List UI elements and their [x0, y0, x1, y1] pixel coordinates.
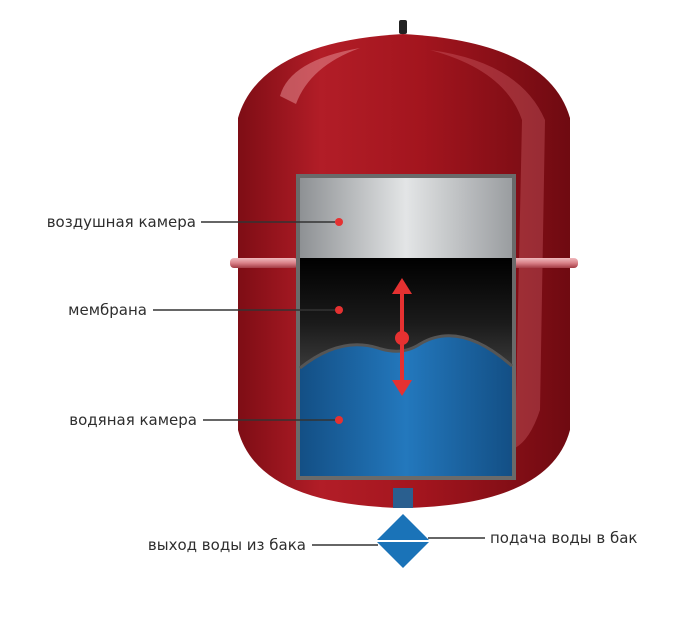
flange-right	[512, 258, 578, 268]
air-chamber-marker	[335, 218, 343, 226]
outlet-pipe	[393, 488, 413, 508]
top-nipple	[399, 20, 407, 34]
double-arrow-vertical-icon	[392, 278, 412, 396]
water-chamber-label: водяная камера	[69, 411, 197, 429]
tank-highlight	[280, 48, 360, 104]
water-chamber-marker	[335, 416, 343, 424]
water-chamber	[300, 335, 512, 476]
membrane-label: мембрана	[68, 301, 147, 319]
membrane-marker	[335, 306, 343, 314]
air-chamber-label: воздушная камера	[47, 213, 196, 231]
water-outlet-label: выход воды из бака	[148, 536, 306, 554]
water-inlet-label: подача воды в бак	[490, 529, 637, 547]
tank-highlight-right	[430, 50, 545, 448]
air-chamber	[300, 178, 512, 258]
flange-left	[230, 258, 298, 268]
diamond-valve-icon	[376, 514, 430, 568]
